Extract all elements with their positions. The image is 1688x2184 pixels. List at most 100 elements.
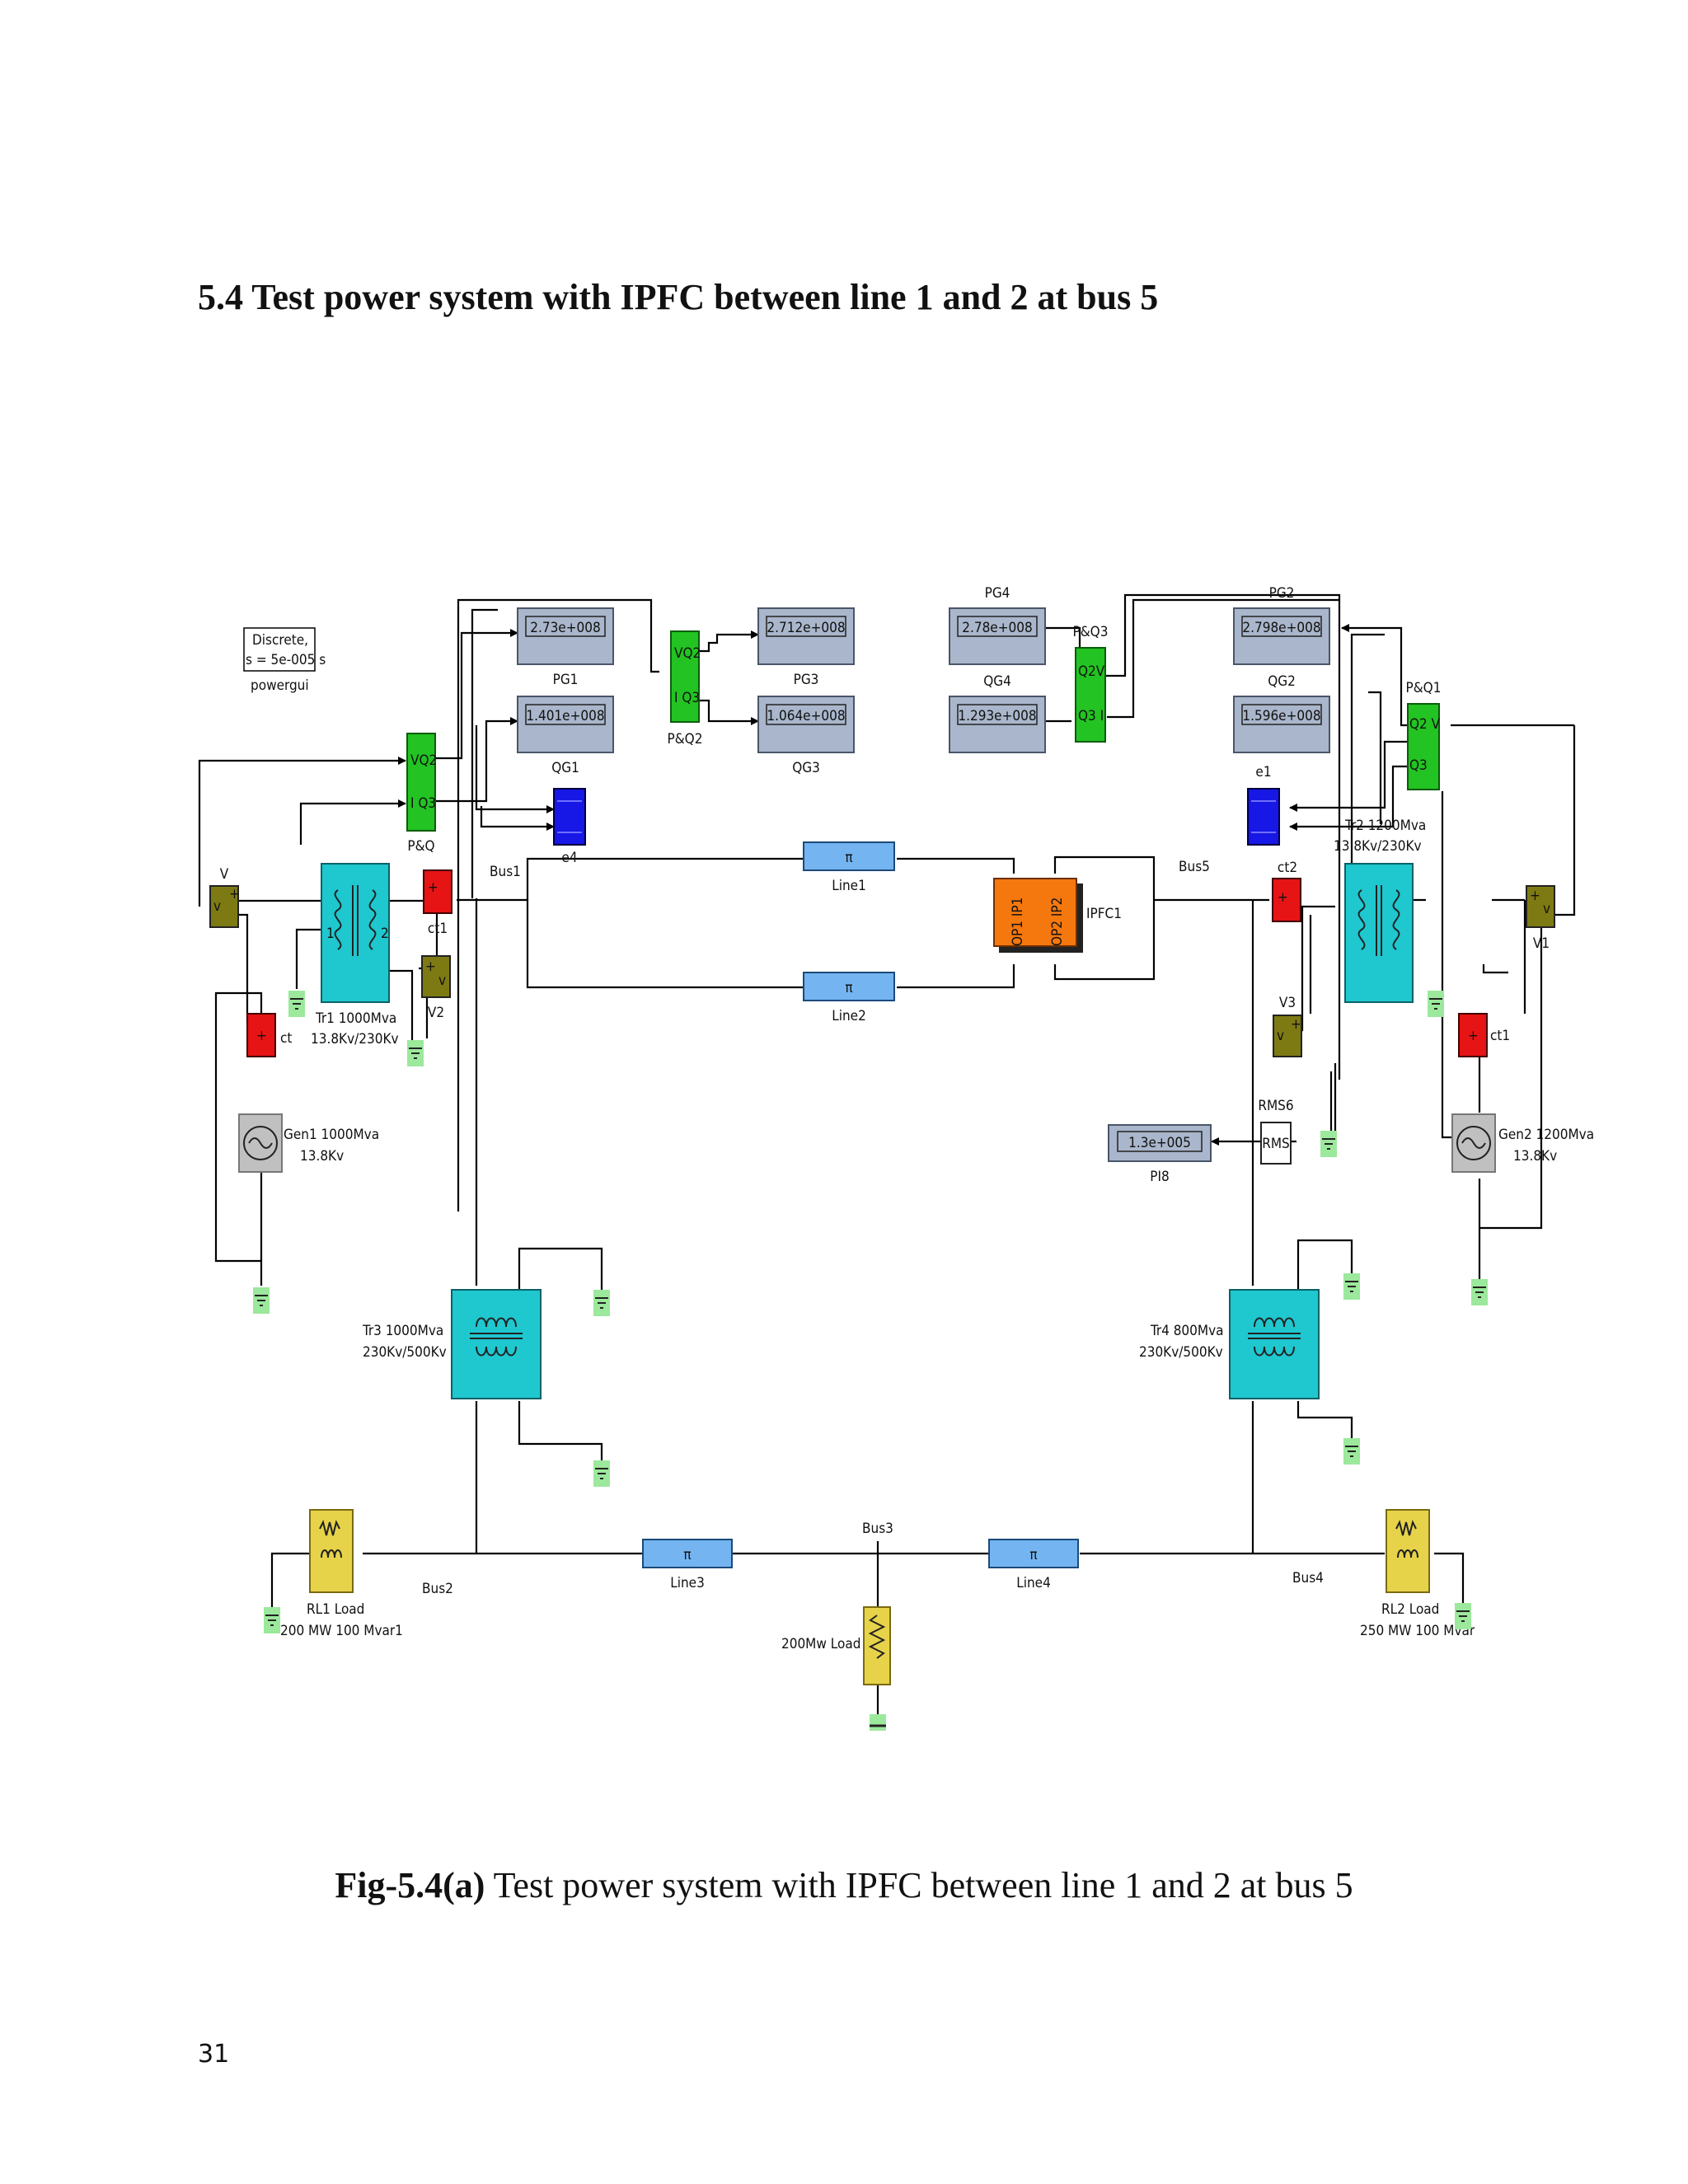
svg-text:Tr1 1000Mva: Tr1 1000Mva: [315, 1010, 396, 1027]
svg-text:V1: V1: [1533, 935, 1550, 952]
svg-text:Line1: Line1: [832, 878, 866, 894]
svg-text:ct: ct: [280, 1030, 292, 1047]
display-value: 2.78e+008: [962, 620, 1032, 636]
e1-block[interactable]: e1: [1247, 764, 1280, 846]
display-label: PG1: [553, 672, 579, 688]
pq-block[interactable]: VQ2 I Q3 P&Q: [406, 733, 437, 855]
ct-meter[interactable]: + ct: [246, 1013, 292, 1057]
line1-block[interactable]: π Line1: [803, 841, 895, 894]
powergui-mode: Discrete,: [252, 632, 308, 649]
svg-text:e1: e1: [1255, 764, 1271, 780]
display-value: 1.064e+008: [767, 708, 845, 724]
rl2-load[interactable]: RL2 Load 250 MW 100 Mvar: [1360, 1509, 1475, 1639]
v-meter[interactable]: v + V: [209, 866, 240, 928]
display-value: 2.712e+008: [767, 620, 845, 636]
ground-icon: [407, 1040, 424, 1066]
bus2-label: Bus2: [422, 1581, 453, 1597]
load200-block[interactable]: 200Mw Load: [781, 1606, 891, 1685]
svg-text:Tr2 1200Mva: Tr2 1200Mva: [1344, 818, 1426, 834]
svg-text:ct2: ct2: [1278, 860, 1297, 876]
v1-meter[interactable]: + v V1: [1526, 885, 1555, 952]
svg-text:Gen1 1000Mva: Gen1 1000Mva: [284, 1127, 379, 1143]
caption-label: Fig-5.4(a): [335, 1865, 485, 1905]
pq3-label: P&Q3: [1073, 624, 1109, 640]
svg-text:+: +: [1291, 1016, 1301, 1033]
svg-text:Q3 I: Q3 I: [1078, 708, 1104, 724]
rms6-block[interactable]: RMS RMS6: [1258, 1098, 1294, 1165]
svg-text:200 MW 100 Mvar1: 200 MW 100 Mvar1: [280, 1623, 403, 1639]
ground-icon: [1428, 991, 1444, 1017]
svg-text:1: 1: [326, 926, 335, 942]
display-pg1[interactable]: 2.73e+008 PG1: [517, 607, 614, 688]
svg-text:Gen2 1200Mva: Gen2 1200Mva: [1498, 1127, 1594, 1143]
display-label: PG4: [985, 585, 1010, 602]
pq-label: P&Q: [407, 838, 434, 855]
svg-text:e4: e4: [561, 850, 577, 866]
display-value: 2.798e+008: [1242, 620, 1320, 636]
line4-block[interactable]: π Line4: [988, 1539, 1079, 1591]
svg-text:I Q3: I Q3: [410, 795, 436, 812]
v3-meter[interactable]: v + V3: [1273, 995, 1302, 1057]
svg-text:I Q3: I Q3: [674, 690, 700, 706]
tr4-transformer[interactable]: Tr4 800Mva 230Kv/500Kv: [1139, 1289, 1320, 1399]
display-qg4[interactable]: 1.293e+008 QG4: [949, 673, 1046, 753]
e4-block[interactable]: e4: [553, 788, 586, 866]
display-pg4[interactable]: 2.78e+008 PG4: [949, 585, 1046, 665]
svg-text:OP2 IP2: OP2 IP2: [1049, 898, 1066, 946]
pq2-block[interactable]: VQ2 I Q3 P&Q2: [668, 630, 703, 748]
display-pg3[interactable]: 2.712e+008 PG3: [757, 607, 855, 688]
svg-text:RL2 Load: RL2 Load: [1381, 1601, 1439, 1618]
svg-text:ct1: ct1: [428, 921, 448, 937]
ipfc-block[interactable]: OP1 IP1 OP2 IP2 IPFC1: [993, 878, 1122, 953]
ct1-right-meter[interactable]: + ct1: [1458, 1013, 1510, 1057]
ct1-meter[interactable]: + ct1: [423, 869, 452, 937]
ct2-meter[interactable]: + ct2: [1272, 860, 1301, 922]
pq1-block[interactable]: Q2 V Q3 P&Q1: [1406, 680, 1442, 790]
display-value: 1.401e+008: [526, 708, 604, 724]
display-pi8[interactable]: 1.3e+005 PI8: [1108, 1124, 1212, 1185]
bus4-label: Bus4: [1292, 1570, 1324, 1586]
display-qg2[interactable]: 1.596e+008 QG2: [1233, 673, 1330, 753]
ground-icon: [593, 1290, 610, 1316]
display-qg3[interactable]: 1.064e+008 QG3: [757, 696, 855, 776]
svg-text:+: +: [1530, 888, 1540, 904]
display-label: QG1: [551, 760, 579, 776]
svg-text:Q2 V: Q2 V: [1409, 716, 1441, 733]
tr3-transformer[interactable]: Tr3 1000Mva 230Kv/500Kv: [362, 1289, 542, 1399]
pq3-block[interactable]: Q2V Q3 I P&Q3: [1073, 624, 1109, 743]
display-qg1[interactable]: 1.401e+008 QG1: [517, 696, 614, 776]
svg-text:RMS: RMS: [1262, 1136, 1290, 1152]
ground-icon: [264, 1607, 280, 1633]
page-number: 31: [198, 2040, 230, 2069]
svg-text:+: +: [1278, 889, 1288, 906]
ground-icons: [253, 991, 1488, 1731]
display-pg2[interactable]: 2.798e+008 PG2: [1233, 585, 1330, 665]
svg-text:v: v: [1543, 901, 1550, 917]
svg-text:Q3: Q3: [1409, 757, 1428, 774]
powergui-step: s = 5e-005 s: [246, 652, 326, 668]
svg-text:+: +: [256, 1028, 267, 1044]
svg-text:250 MW 100 Mvar: 250 MW 100 Mvar: [1360, 1623, 1475, 1639]
line3-block[interactable]: π Line3: [642, 1539, 733, 1591]
svg-text:v: v: [1277, 1028, 1284, 1044]
tr1-transformer[interactable]: 1 2 Tr1 1000Mva 13.8Kv/230Kv: [311, 863, 399, 1047]
powergui-block[interactable]: Discrete, s = 5e-005 s powergui: [243, 627, 326, 694]
rl1-load[interactable]: RL1 Load 200 MW 100 Mvar1: [280, 1509, 403, 1639]
wires: [198, 593, 1576, 1722]
svg-text:VQ2: VQ2: [674, 645, 701, 662]
gen2-source[interactable]: Gen2 1200Mva 13.8Kv: [1451, 1113, 1594, 1173]
line2-block[interactable]: π Line2: [803, 972, 895, 1024]
svg-text:+: +: [428, 879, 438, 896]
ground-icon: [1455, 1603, 1471, 1629]
gen1-source[interactable]: Gen1 1000Mva 13.8Kv: [238, 1113, 379, 1173]
svg-text:+: +: [1468, 1028, 1479, 1044]
v2-meter[interactable]: + v V2: [421, 955, 451, 1021]
display-label: PG3: [794, 672, 819, 688]
svg-text:+: +: [229, 886, 240, 902]
tr2-transformer[interactable]: Tr2 1200Mva 13.8Kv/230Kv: [1334, 818, 1426, 1003]
display-value: 1.596e+008: [1242, 708, 1320, 724]
svg-text:v: v: [438, 972, 446, 989]
ground-icon: [870, 1714, 886, 1731]
svg-text:+: +: [425, 958, 436, 975]
svg-text:π: π: [1029, 1547, 1037, 1563]
